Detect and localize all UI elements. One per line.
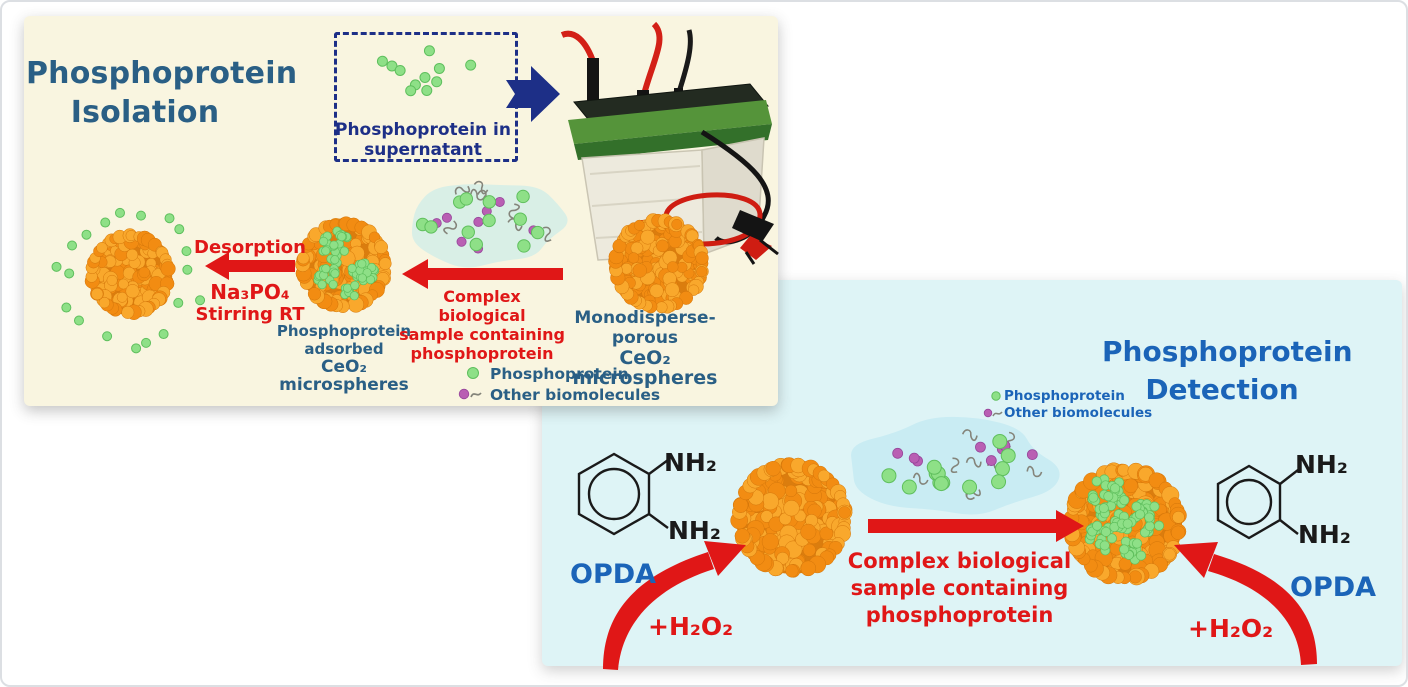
desorption-reagent-label: Na₃PO₄	[210, 280, 290, 304]
legend-other-label: Other biomolecules	[490, 386, 661, 404]
complex-sample-label: Complex biological sample containing pho…	[397, 287, 567, 363]
isolation-title-line: Phosphoprotein	[26, 56, 298, 91]
desorption-condition-label: Stirring RT	[195, 304, 305, 325]
complex-sample-line: phosphoprotein	[410, 344, 554, 363]
adsorbed-label-line: adsorbed	[304, 340, 384, 358]
supernatant-label: Phosphoprotein in supernatant	[334, 120, 512, 160]
monodisperse-microspheres-label: Monodisperse-porous CeO₂ microspheres	[550, 308, 740, 388]
monodisperse-label-line: CeO₂ microspheres	[572, 347, 718, 389]
adsorbed-microspheres-label: Phosphoprotein adsorbed CeO₂ microsphere…	[260, 322, 428, 394]
nh2-label: NH₂	[668, 516, 721, 545]
isolation-legend: Phosphoprotein Other biomolecules	[490, 364, 660, 406]
h2o2-label: +H₂O₂	[1188, 614, 1274, 643]
detection-legend: Phosphoprotein Other biomolecules	[1004, 388, 1152, 422]
complex-sample-line: phosphoprotein	[865, 603, 1054, 627]
supernatant-label-line: Phosphoprotein in	[335, 120, 511, 140]
desorption-label: Desorption	[194, 237, 306, 258]
detection-title-line: Phosphoprotein	[1102, 335, 1353, 368]
h2o2-label: +H₂O₂	[648, 612, 734, 641]
isolation-title-line: Isolation	[70, 95, 220, 130]
complex-sample-line: sample containing	[399, 325, 565, 344]
complex-sample-line: Complex biological	[847, 549, 1072, 573]
adsorbed-label-line: Phosphoprotein	[276, 322, 412, 340]
complex-sample-label: Complex biological sample containing pho…	[847, 548, 1072, 629]
isolation-title: Phosphoprotein Isolation	[26, 54, 298, 132]
legend-phosphoprotein-label: Phosphoprotein	[1004, 388, 1125, 404]
monodisperse-label-line: Monodisperse-porous	[574, 308, 716, 348]
nh2-label: NH₂	[664, 448, 717, 477]
adsorbed-label-line: CeO₂ microspheres	[279, 357, 409, 395]
legend-phosphoprotein-label: Phosphoprotein	[490, 365, 629, 383]
legend-other-label: Other biomolecules	[1004, 405, 1153, 421]
nh2-label: NH₂	[1298, 520, 1351, 549]
detection-title: Phosphoprotein Detection	[1102, 333, 1353, 409]
complex-sample-line: sample containing	[850, 576, 1069, 600]
complex-sample-line: Complex biological	[438, 287, 526, 325]
detection-title-line: Detection	[1145, 373, 1299, 406]
supernatant-label-line: supernatant	[364, 140, 482, 160]
opda-label: OPDA	[1290, 572, 1377, 603]
nh2-label: NH₂	[1295, 450, 1348, 479]
opda-label: OPDA	[570, 559, 657, 590]
